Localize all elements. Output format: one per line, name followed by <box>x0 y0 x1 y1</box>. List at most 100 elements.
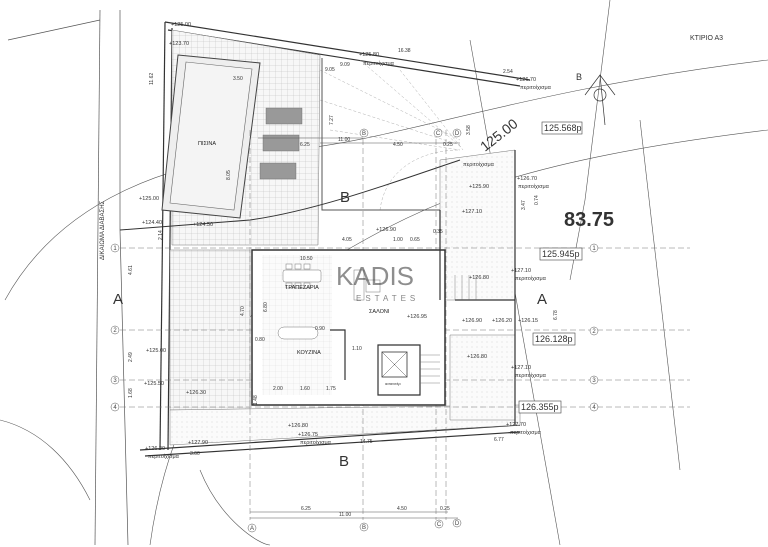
level-boxes <box>518 121 583 414</box>
elevation: +126.90 <box>376 227 396 233</box>
level-3: 126.128p <box>535 334 573 344</box>
wall-note: περιτοίχισμα <box>518 184 550 190</box>
dining-table <box>282 263 322 289</box>
elevation: +125.00 <box>146 348 166 354</box>
dimension: 6.80 <box>263 302 269 312</box>
dimension: 4.61 <box>128 265 134 275</box>
dimension-labels: 16.38 9.09 9.05 2.54 3.50 8.05 6.25 11.0… <box>128 48 559 518</box>
section-a-left: A <box>113 291 123 308</box>
section-b-bottom: B <box>339 453 349 470</box>
area-label: 83.75 <box>564 209 614 231</box>
watermark-logo: KADIS <box>336 261 414 291</box>
grid-row-1: 1 <box>113 246 117 252</box>
driveway-wall <box>321 58 440 211</box>
elevation: +125.50 <box>144 381 164 387</box>
elevation: +126.75 <box>298 432 318 438</box>
grid-col-c: C <box>437 522 442 528</box>
living-label: ΣΑΛΟΝΙ <box>369 309 390 315</box>
elevation: +125.00 <box>171 22 191 28</box>
elevation: +123.70 <box>169 41 189 47</box>
watermark-sub: ESTATES <box>356 294 419 303</box>
dimension: 6.25 <box>300 142 310 148</box>
south-path <box>169 404 521 446</box>
stairs <box>420 275 477 384</box>
grid-col-d: D <box>455 521 460 527</box>
grid-row-2: 2 <box>113 328 117 334</box>
level-2: 125.945p <box>542 249 580 259</box>
elevation: +126.95 <box>407 314 427 320</box>
dimension: 6.77 <box>494 437 504 443</box>
grid-col-d-top: D <box>455 131 460 137</box>
contour-label: 125.00 <box>477 115 521 154</box>
wall-notes: περιτοίχισμα περιτοίχισμα περιτοίχισμα π… <box>148 61 552 460</box>
grid-col-c-top: C <box>436 131 441 137</box>
street-label: ΔΙΚΑΙΩΜΑ ΔΙΑΒΑΣΗΣ <box>100 200 106 260</box>
lift-cross <box>381 351 408 378</box>
elevation: +126.20 <box>492 318 512 324</box>
elevation: +125.90 <box>469 184 489 190</box>
elevation: +126.30 <box>186 390 206 396</box>
dimension: 2.00 <box>273 386 283 392</box>
grid-row-2-right: 2 <box>592 329 596 335</box>
wall-note: περιτοίχισμα <box>148 454 180 460</box>
elevation: +124.40 <box>142 220 162 226</box>
pool-label: ΠΙΣΙΝΑ <box>198 141 216 147</box>
dimension: 1.75 <box>326 386 336 392</box>
dimension: 0.90 <box>315 326 325 332</box>
elevation: +126.70 <box>517 176 537 182</box>
dimension: 4.50 <box>397 506 407 512</box>
grid-row-4-right: 4 <box>592 405 596 411</box>
sofa <box>353 269 381 301</box>
grid-row-3: 3 <box>113 378 117 384</box>
elevation: +126.90 <box>462 318 482 324</box>
kitchen-label: ΚΟΥΖΙΝΑ <box>297 350 321 356</box>
wall-note: περιτοίχισμα <box>515 276 547 282</box>
section-marker-icon <box>584 74 616 126</box>
wall-note: περιτοίχισμα <box>515 373 547 379</box>
pool-water <box>169 61 253 211</box>
dimension: 6.78 <box>553 310 559 320</box>
elevation: +127.10 <box>462 209 482 215</box>
section-b-top: B <box>340 189 350 206</box>
dimension: 9.09 <box>340 62 350 68</box>
dimension: 3.50 <box>233 76 243 82</box>
dimension: 0.80 <box>255 337 265 343</box>
elevation: +127.70 <box>506 422 526 428</box>
dimension: 2.54 <box>503 69 513 75</box>
dimension: 9.05 <box>325 67 335 73</box>
dimension: 0.65 <box>410 237 420 243</box>
elevation: +126.15 <box>518 318 538 324</box>
elevation: +125.80 <box>359 52 379 58</box>
dimension: 4.50 <box>393 142 403 148</box>
dimension: 0.35 <box>433 229 443 235</box>
dimension: 1.00 <box>393 237 403 243</box>
dimension: 16.38 <box>398 48 411 54</box>
dimension: 1.48 <box>253 395 259 405</box>
wall-note: περιτοίχισμα <box>510 430 542 436</box>
dimension: 3.58 <box>466 125 472 135</box>
section-line-b <box>119 159 461 231</box>
grid-row-1-right: 1 <box>592 246 596 252</box>
dimension: 11.62 <box>149 73 155 85</box>
dimension: 4.05 <box>342 237 352 243</box>
elevation-markers: +125.00 +123.70 +125.80 +126.70 +125.00 … <box>139 22 538 452</box>
dimension: 3.47 <box>521 200 527 210</box>
grid-bubbles <box>110 128 599 533</box>
dimension: 0.25 <box>443 142 453 148</box>
elevation: +127.10 <box>511 365 531 371</box>
dimension: 1.68 <box>128 388 134 398</box>
grid-col-b-top: B <box>362 131 366 137</box>
dining-label: ΤΡΑΠΕΖΑΡΙΑ <box>285 285 319 291</box>
kitchen-island <box>277 326 319 340</box>
elevation: +126.80 <box>467 354 487 360</box>
dimension: 8.05 <box>226 170 232 180</box>
grid-col-b: B <box>362 525 366 531</box>
elevation: +126.70 <box>516 77 536 83</box>
dimension: 3.60 <box>190 451 200 457</box>
wall-note: περιτοίχισμα <box>300 440 332 446</box>
walls <box>330 150 516 425</box>
sun-loungers <box>259 107 303 180</box>
elevation: +124.50 <box>193 222 213 228</box>
